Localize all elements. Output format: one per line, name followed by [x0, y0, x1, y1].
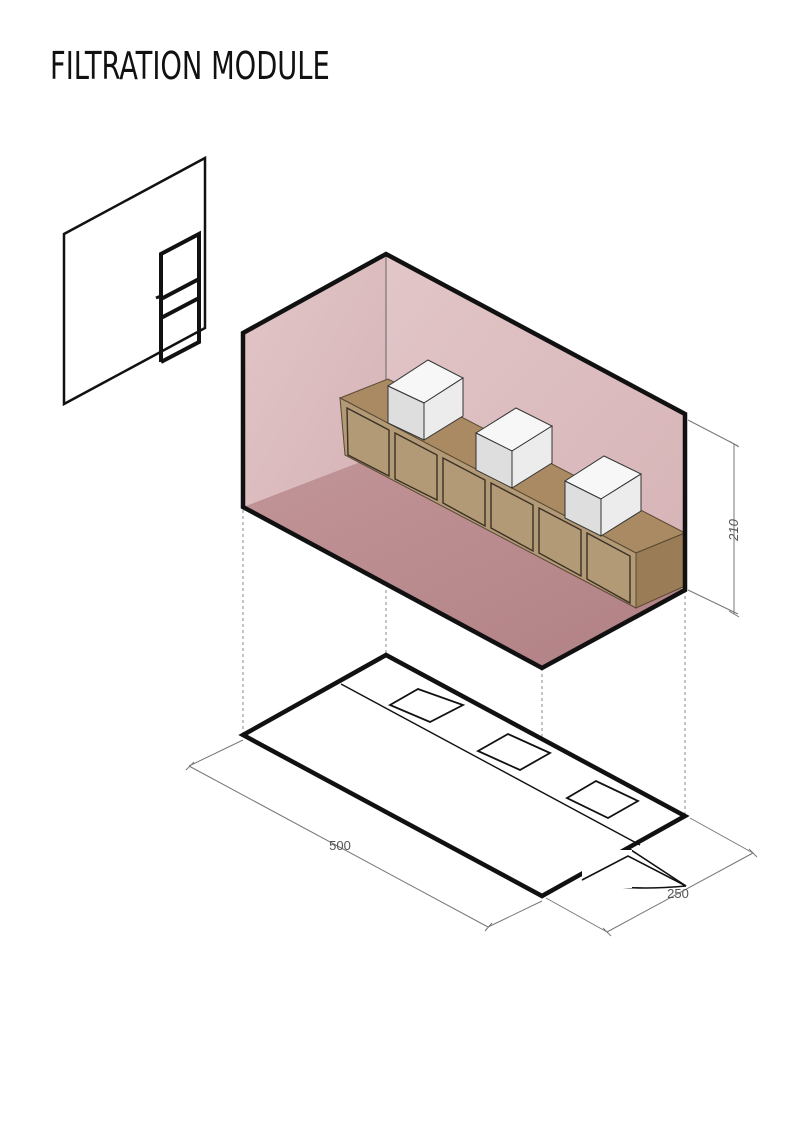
- floor: [243, 452, 685, 668]
- length-dimension-label: 500: [329, 838, 351, 853]
- filter-box-1: [386, 359, 465, 441]
- height-dimension: [687, 419, 740, 618]
- cabinet-door: [442, 456, 486, 528]
- door-elevation: [62, 155, 207, 407]
- plan-box: [476, 732, 552, 772]
- door-rail-bottom: [160, 296, 200, 320]
- width-dimension-label: 250: [667, 886, 689, 901]
- door-leaf: [627, 847, 687, 887]
- door-opening: [581, 855, 687, 887]
- page-title: FILTRATION MODULE: [50, 44, 330, 88]
- cabinet-doors: [346, 406, 631, 605]
- filter-box-3: [563, 455, 643, 537]
- door-rail-top: [160, 277, 200, 301]
- cabinet-door: [586, 531, 631, 605]
- room-outline: [240, 251, 688, 671]
- length-dimension: [185, 739, 543, 932]
- floor-plan: [238, 652, 690, 899]
- width-dimension: [545, 817, 758, 937]
- counter-edge: [340, 683, 641, 846]
- cabinet-door: [538, 506, 582, 578]
- cabinet-door: [346, 406, 390, 478]
- cabinet-door: [490, 481, 534, 553]
- plan-box: [387, 688, 466, 723]
- height-dimension-label: 210: [726, 518, 741, 541]
- filter-box-2: [474, 407, 554, 489]
- door-handle: [155, 294, 162, 300]
- plan-outline: [238, 652, 690, 899]
- door-frame: [159, 230, 201, 364]
- plan-box: [565, 779, 640, 820]
- cabinet-door: [394, 431, 438, 502]
- room-isometric: [240, 251, 688, 671]
- elevation-panel: [62, 155, 207, 407]
